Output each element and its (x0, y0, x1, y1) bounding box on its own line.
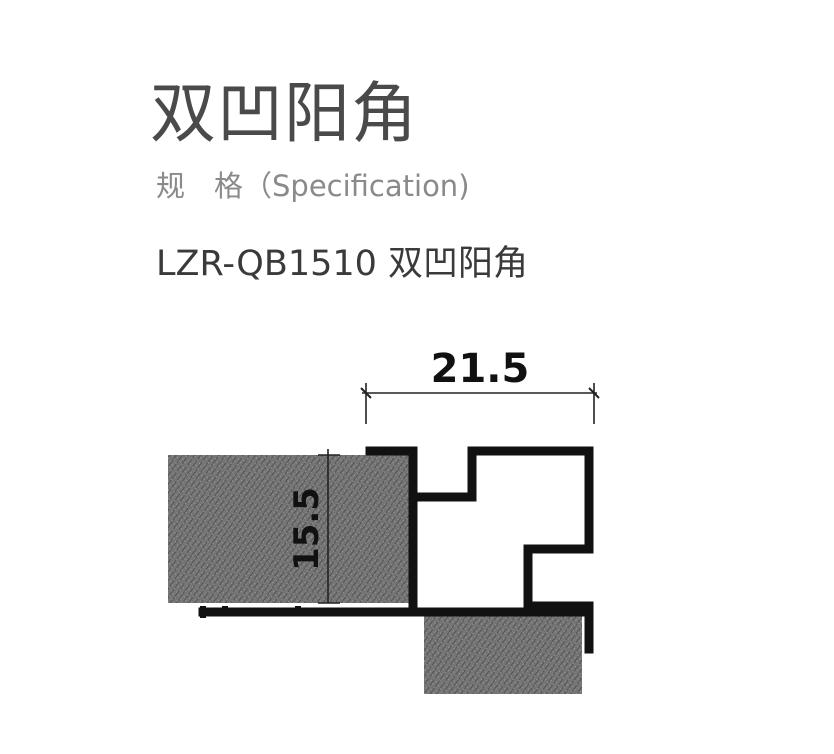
height-dimension (318, 449, 340, 604)
product-name: LZR-QB1510 双凹阳角 (156, 244, 529, 284)
height-dimension-label: 15.5 (287, 487, 327, 571)
aluminum-profile (198, 446, 594, 654)
width-dimension-label: 21.5 (431, 346, 530, 392)
specification-label: 规 格（Specification) (156, 169, 470, 203)
profile-foot (200, 606, 301, 618)
page-title: 双凹阳角 (150, 75, 418, 152)
width-dimension (360, 383, 600, 424)
